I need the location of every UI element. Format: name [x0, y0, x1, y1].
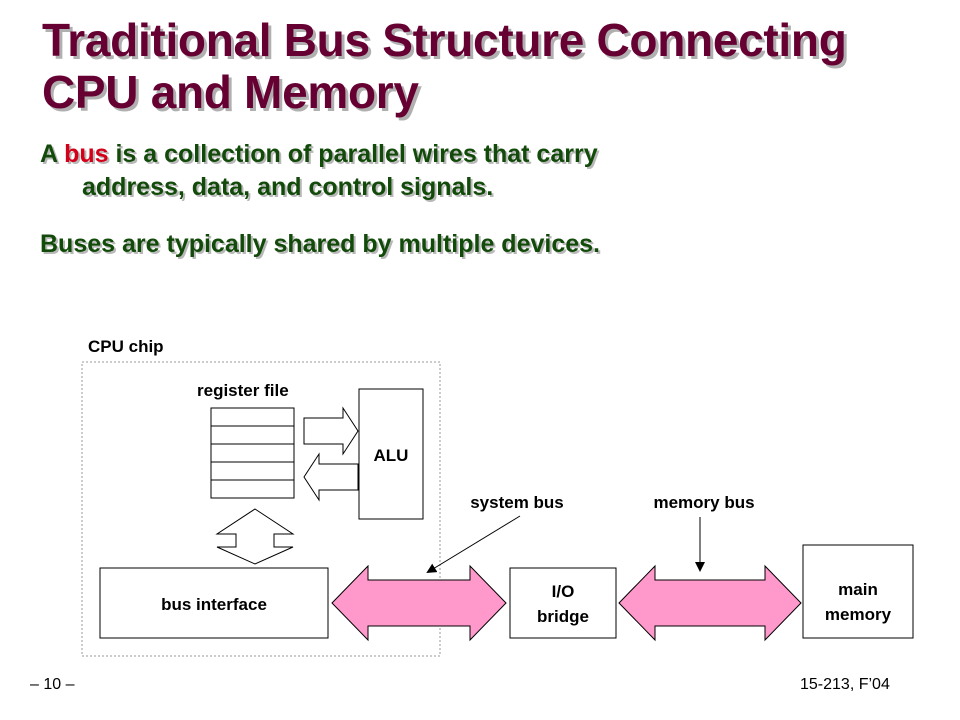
main-memory-label-line1: main — [838, 580, 878, 599]
bullet-shared-buses: Buses are typically shared by multiple d… — [40, 230, 600, 258]
register — [210, 443, 295, 463]
main-memory-box — [802, 544, 914, 639]
io-bridge-label-line2: bridge — [537, 607, 589, 626]
cpu-chip-boundary — [81, 361, 441, 657]
main-memory-label-line2: memory — [825, 605, 892, 624]
system-bus-pointer — [426, 515, 521, 574]
register-bus-interface-arrow — [215, 508, 295, 565]
register — [210, 407, 295, 427]
slide-title: Traditional Bus Structure Connecting CPU… — [42, 14, 952, 118]
io-bridge-label-line1: I/O — [552, 582, 575, 601]
bullet1-highlight: bus — [64, 140, 109, 168]
alu-box — [358, 388, 424, 520]
bullet1-continuation: address, data, and control signals. — [82, 173, 494, 201]
register — [210, 461, 295, 481]
page-number: – 10 – — [30, 676, 75, 693]
system-bus-label: system bus — [470, 493, 564, 512]
bullet1-pre: A — [40, 140, 65, 168]
title-line-1: Traditional Bus Structure Connecting — [42, 14, 847, 66]
bus-interface-box — [99, 567, 329, 639]
bus-interface-label: bus interface — [161, 595, 267, 614]
alu-label: ALU — [374, 446, 409, 465]
cpu-chip-label: CPU chip — [88, 337, 164, 356]
system-bus — [331, 564, 507, 642]
bullet-bus-definition: A bus is a collection of parallel wires … — [40, 138, 800, 204]
register-to-alu-arrow — [303, 406, 359, 456]
title-line-2: CPU and Memory — [42, 66, 419, 118]
bullet1-post: is a collection of parallel wires that c… — [108, 140, 598, 168]
register — [210, 479, 295, 499]
course-label: 15-213, F’04 — [800, 676, 890, 693]
register-file — [210, 407, 295, 499]
alu-to-register-arrow — [303, 452, 359, 502]
register — [210, 425, 295, 445]
io-bridge-box — [509, 567, 617, 639]
register-file-label: register file — [197, 381, 289, 400]
memory-bus-label: memory bus — [653, 493, 754, 512]
memory-bus — [618, 564, 802, 642]
